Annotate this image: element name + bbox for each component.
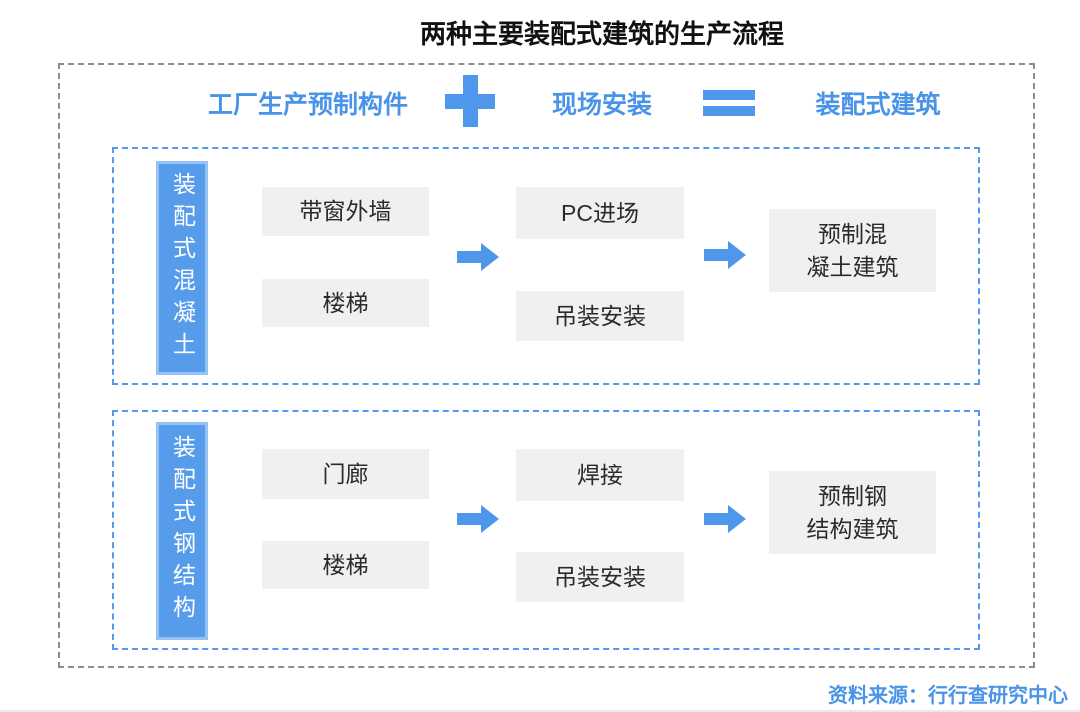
arrow-right-icon [457, 503, 499, 535]
equals-icon [703, 90, 755, 116]
component-box: 门廊 [262, 449, 429, 499]
section-concrete: 装配式混凝土 带窗外墙 楼梯 PC进场 吊装安装 预制混 凝土建筑 [112, 147, 980, 385]
component-box: 楼梯 [262, 279, 429, 327]
install-box: 吊装安装 [516, 291, 684, 341]
section-label-steel: 装配式钢结构 [156, 422, 208, 640]
arrow-right-icon [457, 241, 499, 273]
install-box: 焊接 [516, 449, 684, 501]
result-box: 预制混 凝土建筑 [769, 209, 936, 292]
arrow-right-icon [704, 239, 746, 271]
component-box: 楼梯 [262, 541, 429, 589]
source-note: 资料来源：行行查研究中心 [828, 685, 1068, 707]
header-onsite-label: 现场安装 [551, 91, 653, 119]
section-steel: 装配式钢结构 门廊 楼梯 焊接 吊装安装 预制钢 结构建筑 [112, 410, 980, 650]
component-box: 带窗外墙 [262, 187, 429, 236]
arrow-right-icon [704, 503, 746, 535]
install-box: PC进场 [516, 187, 684, 239]
header-building-label: 装配式建筑 [815, 91, 941, 119]
flow-container: 工厂生产预制构件 现场安装 装配式建筑 装配式混凝土 带窗外墙 楼梯 PC进场 … [58, 63, 1035, 668]
section-label-concrete: 装配式混凝土 [156, 161, 208, 375]
plus-icon [445, 75, 495, 127]
install-box: 吊装安装 [516, 552, 684, 602]
page-title: 两种主要装配式建筑的生产流程 [419, 19, 785, 49]
bottom-divider [0, 710, 1080, 712]
result-box: 预制钢 结构建筑 [769, 471, 936, 554]
header-factory-label: 工厂生产预制构件 [207, 91, 409, 119]
